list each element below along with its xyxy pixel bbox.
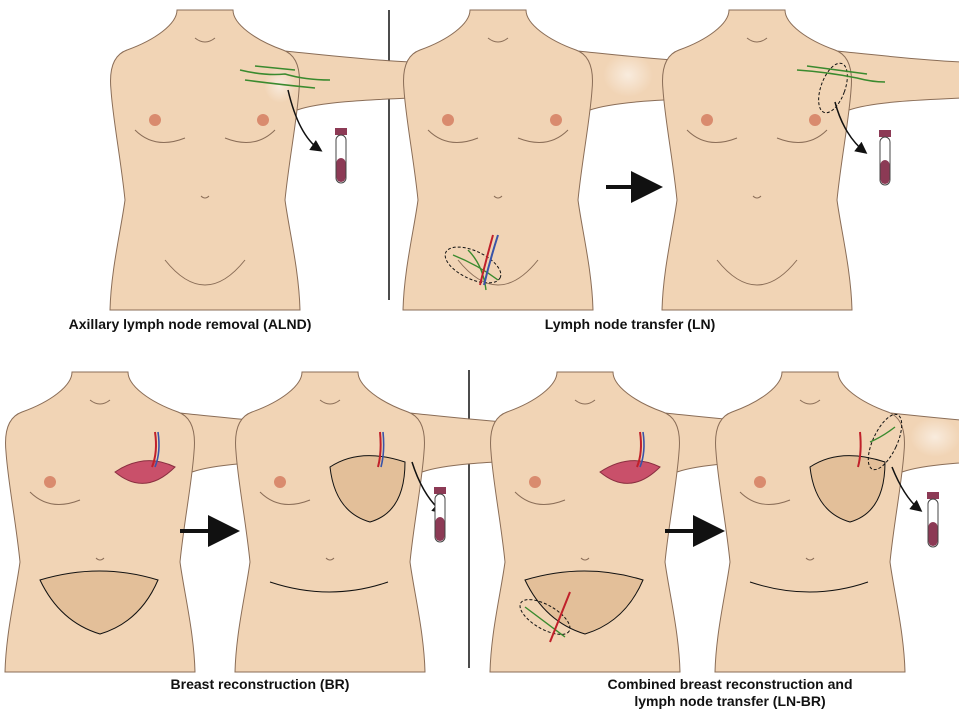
blood-tube-icon — [434, 487, 446, 542]
caption-br: Breast reconstruction (BR) — [110, 676, 410, 693]
figure-lnbr-recipient — [715, 372, 959, 672]
figure-ln-recipient — [662, 10, 959, 310]
nipple-left — [149, 114, 161, 126]
figure-alnd — [110, 10, 410, 310]
blood-tube-icon — [335, 128, 347, 183]
caption-alnd: Axillary lymph node removal (ALND) — [40, 316, 340, 333]
caption-lnbr-line1: Combined breast reconstruction and — [550, 676, 910, 693]
caption-lnbr-line2: lymph node transfer (LN-BR) — [550, 693, 910, 710]
caption-ln: Lymph node transfer (LN) — [480, 316, 780, 333]
figure-ln-donor — [403, 10, 703, 310]
caption-lnbr: Combined breast reconstruction and lymph… — [550, 676, 910, 710]
nipple-right — [257, 114, 269, 126]
blood-tube-icon — [927, 492, 939, 547]
blood-tube-icon — [879, 130, 891, 185]
figure-br-recipient — [235, 372, 535, 672]
